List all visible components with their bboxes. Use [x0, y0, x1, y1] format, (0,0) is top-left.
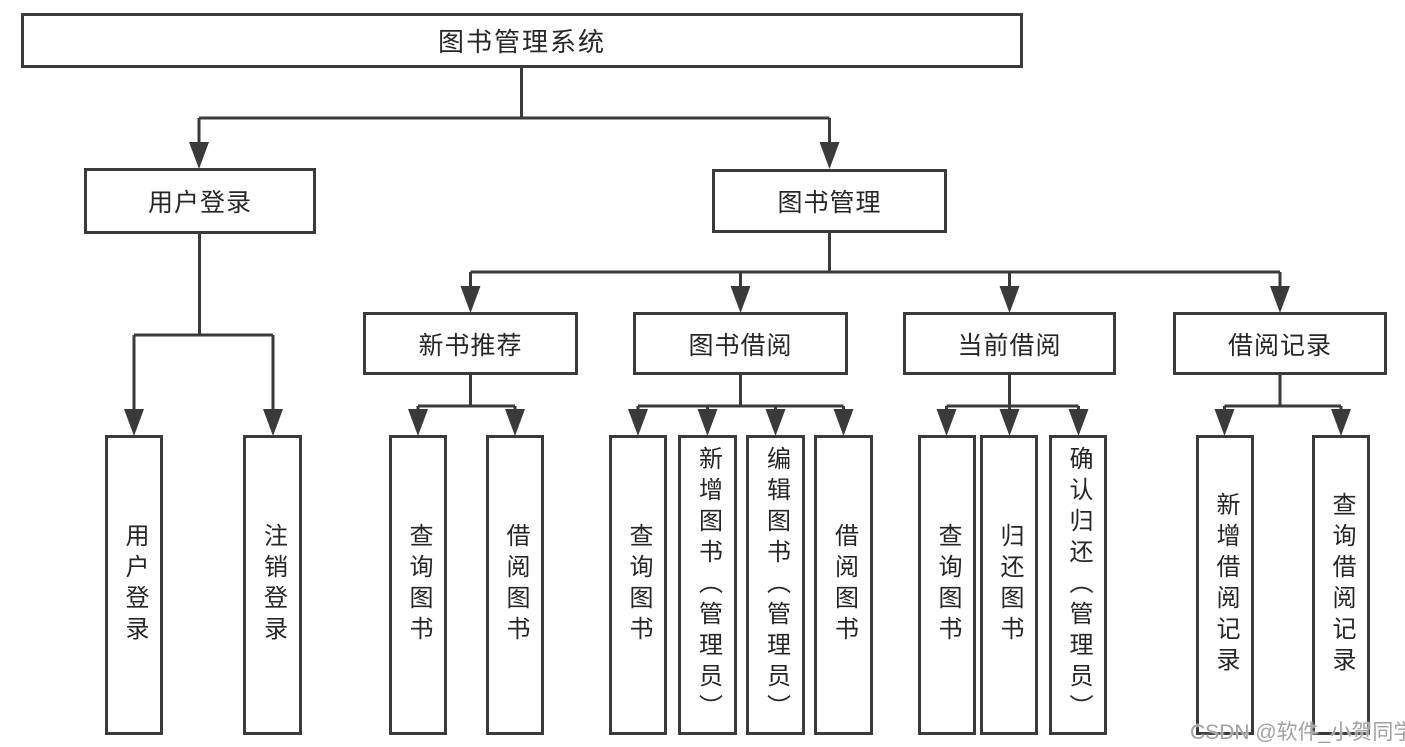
node-user-login-leaf: 用户登录 — [105, 435, 163, 735]
node-logout: 注销登录 — [243, 435, 302, 735]
node-query-books-recommend: 查询图书 — [389, 435, 447, 735]
node-return-books: 归还图书 — [980, 435, 1038, 735]
node-book-borrow: 图书借阅 — [633, 312, 848, 375]
node-current-borrow: 当前借阅 — [903, 312, 1116, 375]
node-borrow-records: 借阅记录 — [1173, 312, 1387, 375]
node-query-books-current: 查询图书 — [918, 435, 976, 735]
node-query-books-borrow: 查询图书 — [609, 435, 667, 735]
node-add-books-admin: 新增图书（管理员） — [678, 435, 737, 735]
node-edit-books-admin: 编辑图书（管理员） — [746, 435, 805, 735]
node-root: 图书管理系统 — [21, 13, 1023, 68]
node-confirm-return-admin: 确认归还（管理员） — [1049, 435, 1107, 735]
watermark: CSDN @软件_小贺同学 — [1190, 721, 1405, 744]
node-add-borrow-record: 新增借阅记录 — [1196, 435, 1254, 735]
node-borrow-books-leaf: 借阅图书 — [814, 435, 873, 735]
node-borrow-books-recommend: 借阅图书 — [486, 435, 544, 735]
node-query-borrow-record: 查询借阅记录 — [1312, 435, 1370, 735]
node-book-management: 图书管理 — [712, 169, 947, 233]
node-user-login: 用户登录 — [84, 168, 316, 234]
node-new-book-recommend: 新书推荐 — [363, 312, 578, 375]
